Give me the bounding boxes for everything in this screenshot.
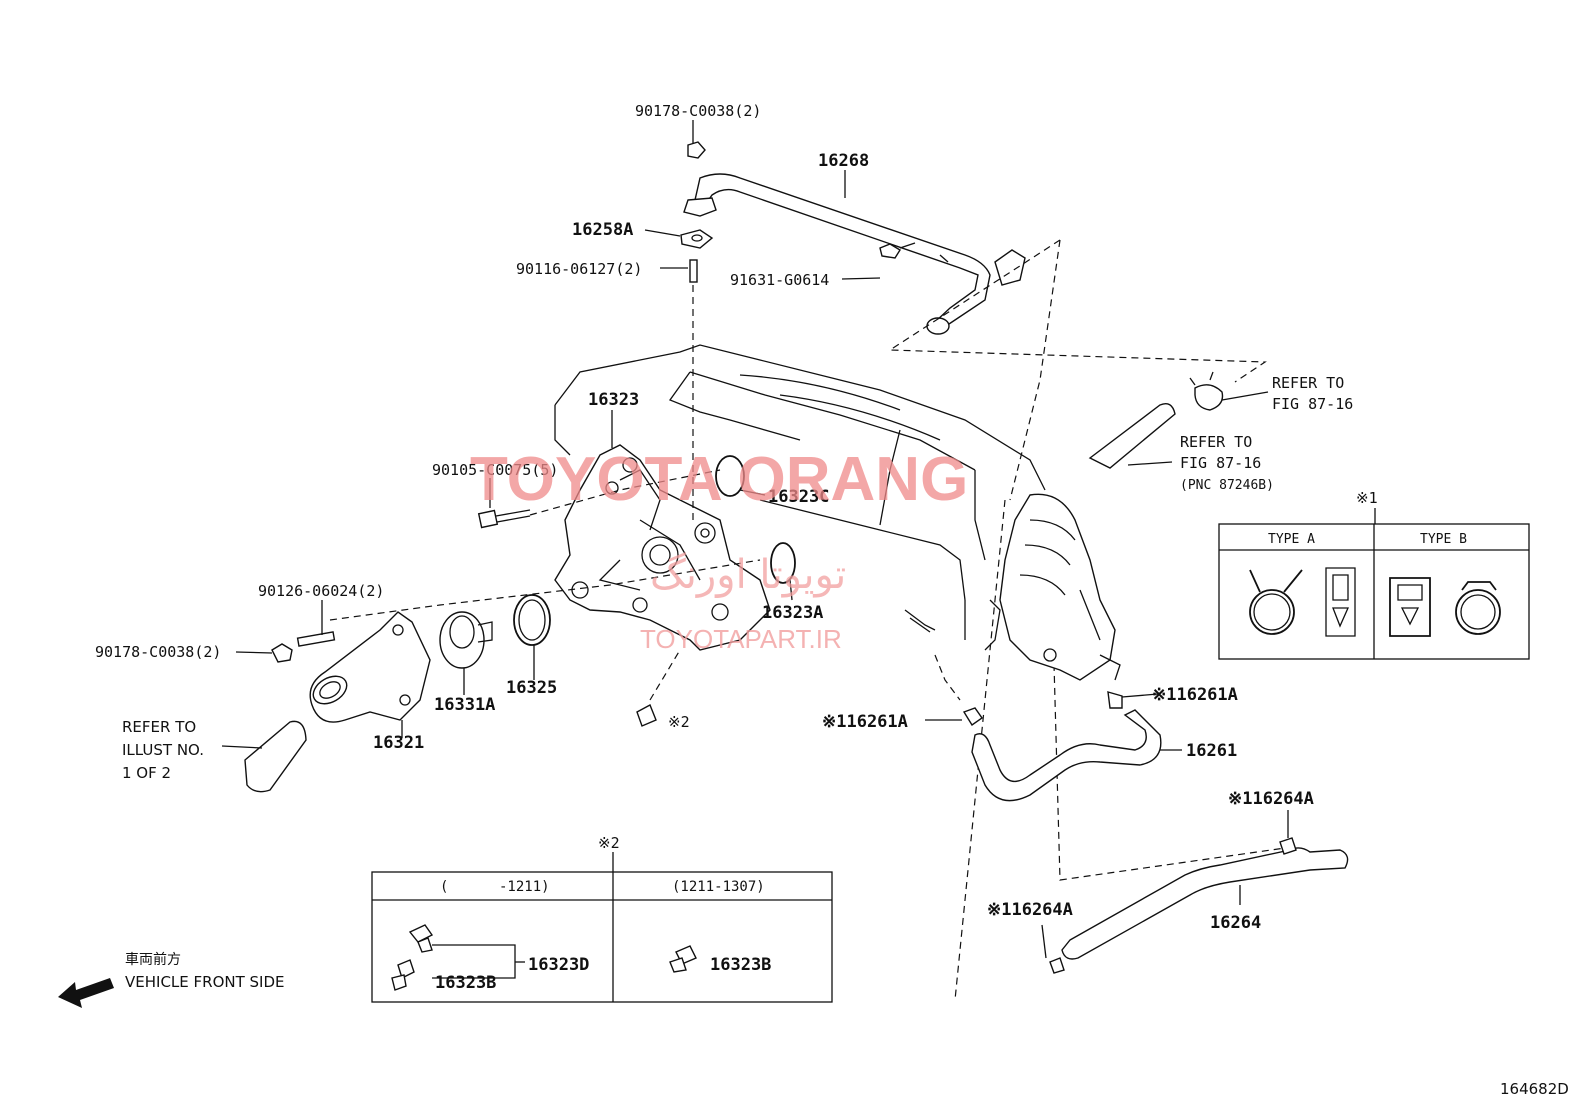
label-16323a[interactable]: 16323A [762,603,823,623]
type-b-header: TYPE B [1420,532,1467,547]
figure-code: 164682D [1500,1080,1569,1098]
gasket-16325 [513,594,551,646]
label-16323b-left[interactable]: 16323B [435,973,496,993]
label-90116-06127[interactable]: 90116-06127(2) [516,260,642,278]
intake-duct [984,493,1121,681]
label-16264[interactable]: 16264 [1210,913,1261,933]
clip-small [904,609,936,633]
hose-left [244,720,307,793]
watermarks: TOYOTA ORANG تویوتا اورنگ TOYOTAPART.IR [470,445,968,654]
refer-clamp-line-1: REFER TO [1272,374,1344,392]
label-16268[interactable]: 16268 [818,151,869,171]
label-16323d[interactable]: 16323D [528,955,589,975]
label-90126-06024[interactable]: 90126-06024(2) [258,582,384,600]
label-16321[interactable]: 16321 [373,733,424,753]
watermark-farsi: تویوتا اورنگ [650,552,846,598]
label-16261[interactable]: 16261 [1186,741,1237,761]
hose-16261 [962,691,1162,802]
label-16264a-top[interactable]: ※116264A [1228,789,1314,809]
bolts [271,509,657,727]
refer-left-line-1: REFER TO [122,718,196,736]
watermark-brand: TOYOTA ORANG [470,445,968,514]
refer-hose-link[interactable]: FIG 87-16 [1180,454,1261,472]
o-rings [715,455,796,584]
clamp-type-table: ※1 TYPE A TYPE B [1218,489,1530,660]
direction-en-label: VEHICLE FRONT SIDE [125,973,285,991]
refer-notes: REFER TO ILLUST NO. 1 OF 2 REFER TO FIG … [122,374,1353,782]
water-bypass-pipe [683,173,1026,335]
front-arrow-icon [58,978,114,1008]
clamp-type-b-icon [1455,589,1501,635]
part-labels: 90178-C0038(2) 16268 16258A 90116-06127(… [95,102,1314,933]
date-table-frame [371,871,833,1003]
date-col-1211-1307: (1211-1307) [672,879,765,895]
refer-left-line-3: 1 OF 2 [122,764,171,782]
refer-hose-line-1: REFER TO [1180,433,1252,451]
drain-plug-icon [391,924,434,991]
refer-clamp-link[interactable]: FIG 87-16 [1272,395,1353,413]
label-16264a-bottom[interactable]: ※116264A [987,900,1073,920]
label-16261a-right[interactable]: ※116261A [1152,685,1238,705]
drain-plug-icon-right [669,945,697,973]
date-table-marker: ※2 [598,834,620,852]
refer-left-line-2: ILLUST NO. [122,741,204,759]
hose-16264 [1049,837,1349,974]
engine-block-outline [554,344,1046,640]
thermostat-inlet [309,611,431,723]
label-16325[interactable]: 16325 [506,678,557,698]
thermostat [439,611,493,669]
label-16258a[interactable]: 16258A [572,220,633,240]
vehicle-front-indicator: 車両前方 VEHICLE FRONT SIDE [58,951,285,1008]
note-2-bolt: ※2 [668,713,690,731]
clamp-type-b-side-icon [1389,577,1431,637]
label-16323[interactable]: 16323 [588,390,639,410]
direction-jp-label: 車両前方 [125,951,181,968]
label-90178-c0038-top[interactable]: 90178-C0038(2) [635,102,761,120]
label-16331a[interactable]: 16331A [434,695,495,715]
water-pump-housing [554,444,771,651]
label-90105-c0075[interactable]: 90105-C0075(5) [432,461,558,479]
label-16323c[interactable]: 16323C [768,487,829,507]
refer-hose-pnc: (PNC 87246B) [1180,478,1274,493]
date-range-table: ※2 ( -1211) (1211-1307) 16323D 16323B 16… [371,834,833,1003]
label-16323b-right[interactable]: 16323B [710,955,771,975]
date-col-before-1211: ( -1211) [440,879,550,895]
clamp-type-a-side-icon [1325,567,1356,637]
watermark-site: TOYOTAPART.IR [640,624,842,654]
fasteners-top [680,141,916,283]
type-table-marker: ※1 [1356,489,1378,507]
label-16261a-left[interactable]: ※116261A [822,712,908,732]
hose-right [1088,371,1224,469]
label-90178-c0038-left[interactable]: 90178-C0038(2) [95,643,221,661]
type-a-header: TYPE A [1268,532,1315,547]
label-91631-g0614[interactable]: 91631-G0614 [730,271,829,289]
clamp-type-a-icon [1249,589,1295,635]
leader-lines [221,120,1289,959]
